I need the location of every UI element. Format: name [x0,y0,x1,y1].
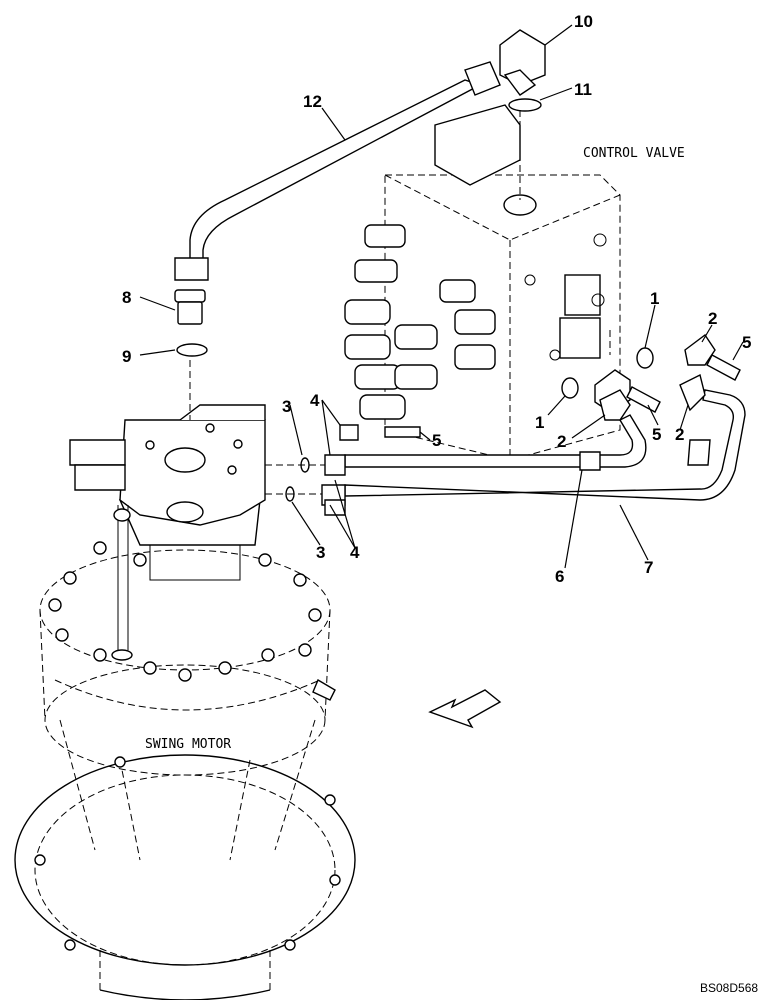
flange-halves [594,333,716,421]
hose-12 [174,61,501,281]
callout-4b: 4 [350,543,360,562]
callout-7: 7 [644,558,653,577]
drawing-code: BS08D568 [700,981,758,995]
o-ring-11 [508,98,542,112]
callout-2a: 2 [708,309,717,328]
leader-lines [139,24,744,569]
callout-5c: 5 [432,431,441,450]
motor-bolts [34,541,341,951]
callout-2b: 2 [557,432,566,451]
o-ring-1b [561,377,579,399]
callout-5a: 5 [742,333,751,352]
callout-11: 11 [574,80,592,99]
callout-1b: 1 [535,413,544,432]
pipe-6 [344,414,647,471]
control-valve [344,104,621,461]
o-ring-9 [176,343,208,357]
callout-3a: 3 [282,397,291,416]
callout-10: 10 [574,12,593,31]
flanges-4 [321,424,359,516]
pipe-7 [344,389,746,501]
callout-9: 9 [122,347,131,366]
bolts-5 [384,354,741,438]
o-ring-1a [636,347,654,369]
direction-arrow [428,689,502,729]
control-valve-label: CONTROL VALVE [583,146,685,161]
callout-6: 6 [555,567,564,586]
callout-5b: 5 [652,425,661,444]
valve-spools [344,224,496,420]
swing-motor [14,404,356,1000]
callout-8: 8 [122,288,131,307]
callout-4a: 4 [310,391,320,410]
callout-2c: 2 [675,425,684,444]
callout-3b: 3 [316,543,325,562]
swing-motor-label: SWING MOTOR [145,737,231,752]
fitting-8 [174,289,206,325]
fitting-10 [499,29,546,96]
callout-1a: 1 [650,289,659,308]
callout-12: 12 [303,92,322,111]
